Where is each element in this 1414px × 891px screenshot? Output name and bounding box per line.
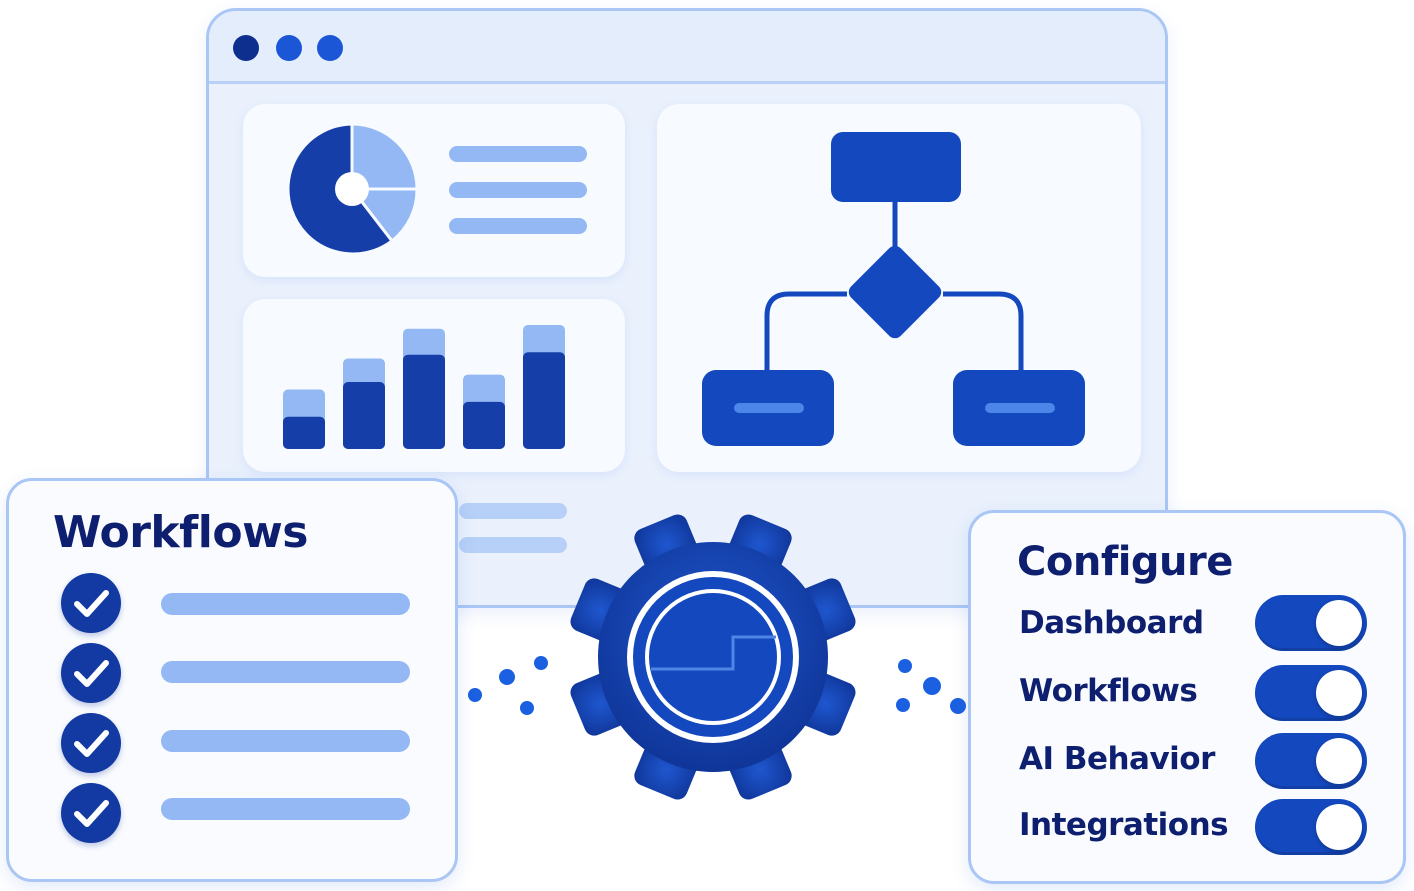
toggle-knob [1316,738,1362,784]
configure-panel: Configure Dashboard Workflows AI Behavio… [968,510,1406,884]
flowchart-card[interactable] [657,104,1141,472]
flow-start-node [831,132,961,202]
pie-chart-card[interactable] [243,104,625,277]
workflow-checkbox[interactable] [61,643,121,703]
bar-chart-bar-fill [283,416,325,449]
window-control-maximize[interactable] [317,35,343,61]
toggle-integrations[interactable] [1255,799,1367,855]
content-line [459,503,567,519]
workflow-checkbox[interactable] [61,783,121,843]
flowchart-icon [702,132,1085,446]
toggle-knob [1316,600,1362,646]
workflow-item-line [161,593,410,615]
flow-decision-node [848,245,942,339]
config-label-integrations: Integrations [1019,807,1229,843]
toggle-workflows[interactable] [1255,665,1367,721]
checkmark-icon [74,730,109,757]
legend-line [449,218,587,234]
workflow-item-line [161,661,410,683]
window-control-close[interactable] [233,35,259,61]
workflow-checkbox[interactable] [61,713,121,773]
workflow-item-line [161,798,410,820]
gear-icon[interactable] [563,507,863,807]
pie-chart-icon [286,122,419,256]
workflow-item-line [161,730,410,752]
configure-panel-title: Configure [1017,539,1233,585]
checkmark-icon [74,800,109,827]
window-titlebar [209,11,1165,84]
config-label-ai-behavior: AI Behavior [1019,741,1215,777]
checkmark-icon [74,590,109,617]
toggle-knob [1316,670,1362,716]
bar-chart-icon [283,325,565,449]
legend-line [449,182,587,198]
bar-chart-bar-fill [523,352,565,449]
workflows-panel-title: Workflows [53,507,308,558]
bar-chart-bar-fill [343,382,385,449]
content-line [459,537,567,553]
toggle-dashboard[interactable] [1255,595,1367,651]
bar-chart-bar-fill [463,401,505,449]
toggle-knob [1316,804,1362,850]
bar-chart-card[interactable] [243,299,625,472]
config-label-workflows: Workflows [1019,673,1198,709]
legend-line [449,146,587,162]
checkmark-icon [74,660,109,687]
bar-chart-bar-fill [403,354,445,449]
workflow-checkbox[interactable] [61,573,121,633]
window-control-minimize[interactable] [276,35,302,61]
toggle-ai-behavior[interactable] [1255,733,1367,789]
workflows-panel: Workflows [6,478,458,882]
config-label-dashboard: Dashboard [1019,605,1204,641]
